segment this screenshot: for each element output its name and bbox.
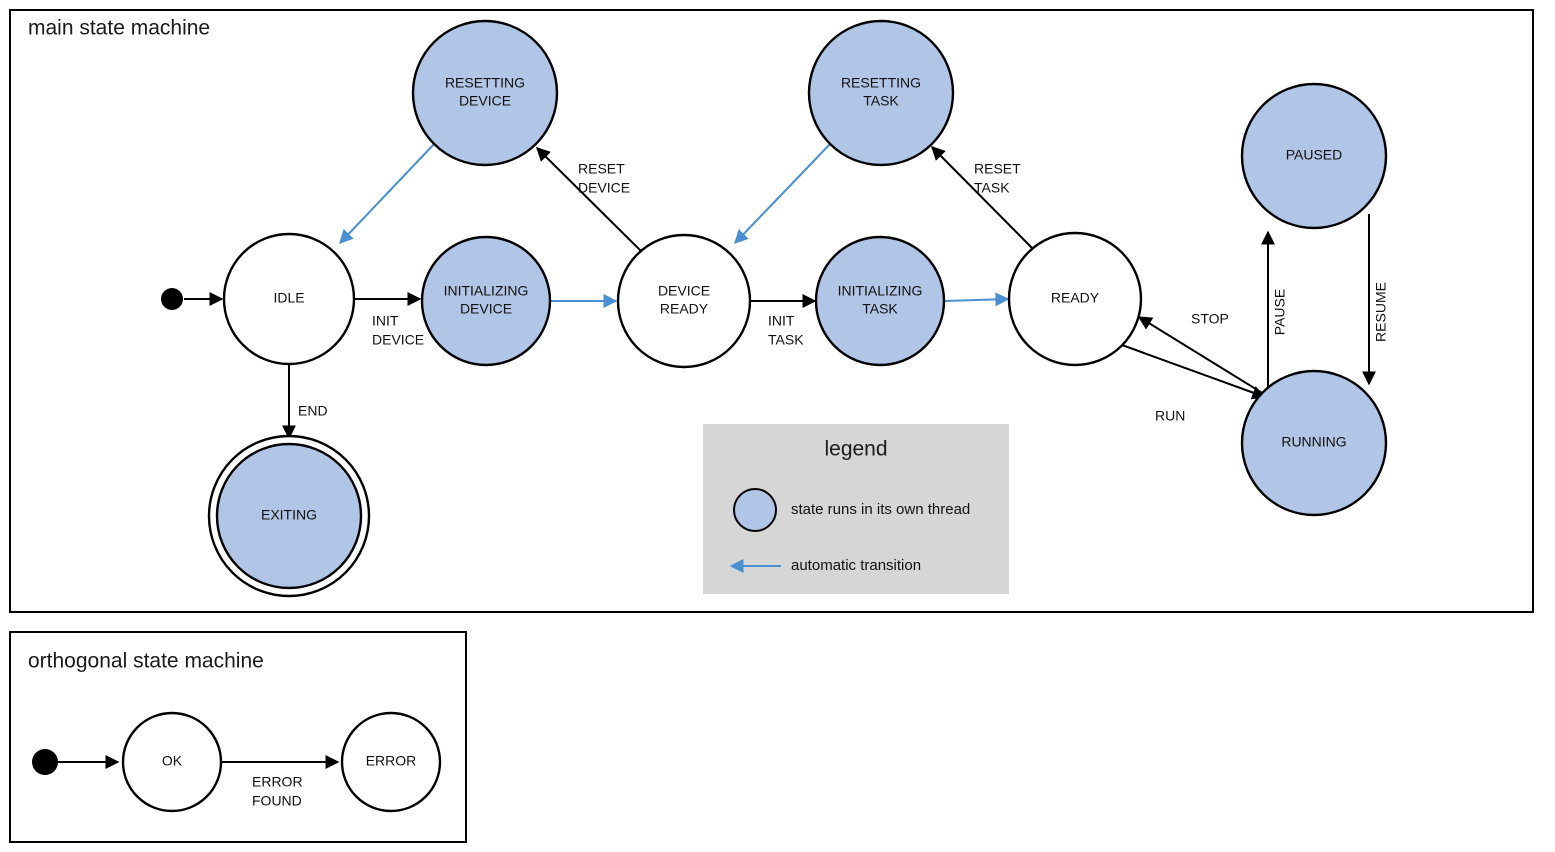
state-label: TASK [862,301,898,317]
state-node-initializing_device[interactable]: INITIALIZING DEVICE [420,235,552,367]
state-node-device_ready[interactable]: DEVICE READY [616,233,752,369]
transition-label-line: RESET [578,161,625,177]
state-circle [616,233,752,369]
state-label: RUNNING [1281,434,1346,450]
state-label: OK [162,753,183,769]
state-circle [411,19,559,167]
state-label: INITIALIZING [838,283,923,299]
transition-label-line: RESUME [1373,282,1389,342]
transition-label-line: ERROR [252,774,303,790]
transition-label-paused-resume: RESUME [1373,282,1389,342]
state-circle [420,235,552,367]
transition-label-ready-init-task: INIT TASK [768,313,804,348]
transition-label-line: DEVICE [578,180,630,196]
state-label: RESETTING [445,75,525,91]
state-label: READY [660,301,709,317]
main-frame-title: main state machine [28,17,210,40]
state-label: DEVICE [459,93,511,109]
legend-title: legend [824,438,887,461]
state-circle [1240,369,1388,517]
state-node-exiting[interactable]: EXITING [207,434,371,598]
transition-label-line: RESET [974,161,1021,177]
transition-running-stop[interactable] [1137,316,1273,400]
state-circle [1007,231,1143,367]
transition-ready-reset-task[interactable] [931,146,1035,251]
orthogonal-transition-labels-layer: ERROR FOUND [252,774,303,809]
initial-state-marker [32,749,58,775]
state-circle [814,235,946,367]
transition-label-line: INIT [372,313,399,329]
state-node-paused[interactable]: PAUSED [1240,82,1388,230]
main-transition-labels-layer: INIT DEVICE INIT TASK RESET DEVICE RESET TASK EN… [298,161,1389,424]
state-node-initializing_task[interactable]: INITIALIZING TASK [814,235,946,367]
state-node-running[interactable]: RUNNING [1240,369,1388,517]
state-label: READY [1051,290,1100,306]
transition-label-line: RUN [1155,408,1185,424]
transition-label-ready-run: RUN [1155,408,1185,424]
transition-label-line: TASK [974,180,1010,196]
transition-ready-run[interactable] [1121,344,1267,400]
state-label: PAUSED [1286,147,1343,163]
state-circle [222,232,356,366]
transition-label-ready-reset-task: RESET TASK [974,161,1021,196]
transition-label-line: TASK [768,332,804,348]
initial-state-marker [161,288,183,310]
state-label: IDLE [273,290,304,306]
state-circle [807,19,955,167]
state-label: TASK [863,93,899,109]
state-circle [215,442,363,590]
transition-label-line: FOUND [252,793,302,809]
state-node-error[interactable]: ERROR [340,711,442,813]
state-node-resetting_task[interactable]: RESETTING TASK [807,19,955,167]
threaded-state-swatch-icon [733,488,777,532]
transition-label-line: INIT [768,313,795,329]
state-label: INITIALIZING [444,283,529,299]
state-circle [1240,82,1388,230]
transition-init-task-ready[interactable] [944,292,1010,307]
transition-label-idle-init-device: INIT DEVICE [372,313,424,348]
state-label: DEVICE [658,283,710,299]
state-node-idle[interactable]: IDLE [222,232,356,366]
transition-reset-task-device[interactable] [734,142,832,245]
transition-reset-device-idle[interactable] [339,141,437,245]
transition-label-idle-end: END [298,403,328,419]
state-node-ready[interactable]: READY [1007,231,1143,367]
orthogonal-states-layer: OK ERROR [32,711,442,813]
transition-label-running-pause: PAUSE [1272,289,1288,335]
main-states-layer: IDLERESETTINGDEVICEINITIALIZINGDEVICEDEV… [161,19,1388,598]
transition-label-line: PAUSE [1272,289,1288,335]
legend-item-label: automatic transition [791,557,921,574]
transition-label-device-reset: RESET DEVICE [578,161,630,196]
state-label: EXITING [261,507,317,523]
state-node-ok[interactable]: OK [121,711,223,813]
transition-label-line: DEVICE [372,332,424,348]
legend: legend state runs in its own thread automa… [703,424,1009,594]
state-circle [121,711,223,813]
transition-device-reset[interactable] [536,147,644,254]
state-label: RESETTING [841,75,921,91]
orthogonal-frame-title: orthogonal state machine [28,650,264,673]
transition-label-line: END [298,403,328,419]
transition-label-ok-error: ERROR FOUND [252,774,303,809]
transition-label-running-stop: STOP [1191,311,1229,327]
state-node-resetting_device[interactable]: RESETTING DEVICE [411,19,559,167]
state-circle [340,711,442,813]
legend-item-threaded-state: state runs in its own thread [733,488,970,532]
state-label: ERROR [366,753,417,769]
state-label: DEVICE [460,301,512,317]
legend-item-label: state runs in its own thread [791,501,970,518]
transition-label-line: STOP [1191,311,1229,327]
legend-item-auto-transition: automatic transition [729,557,921,574]
main-transitions-layer [184,141,1376,440]
